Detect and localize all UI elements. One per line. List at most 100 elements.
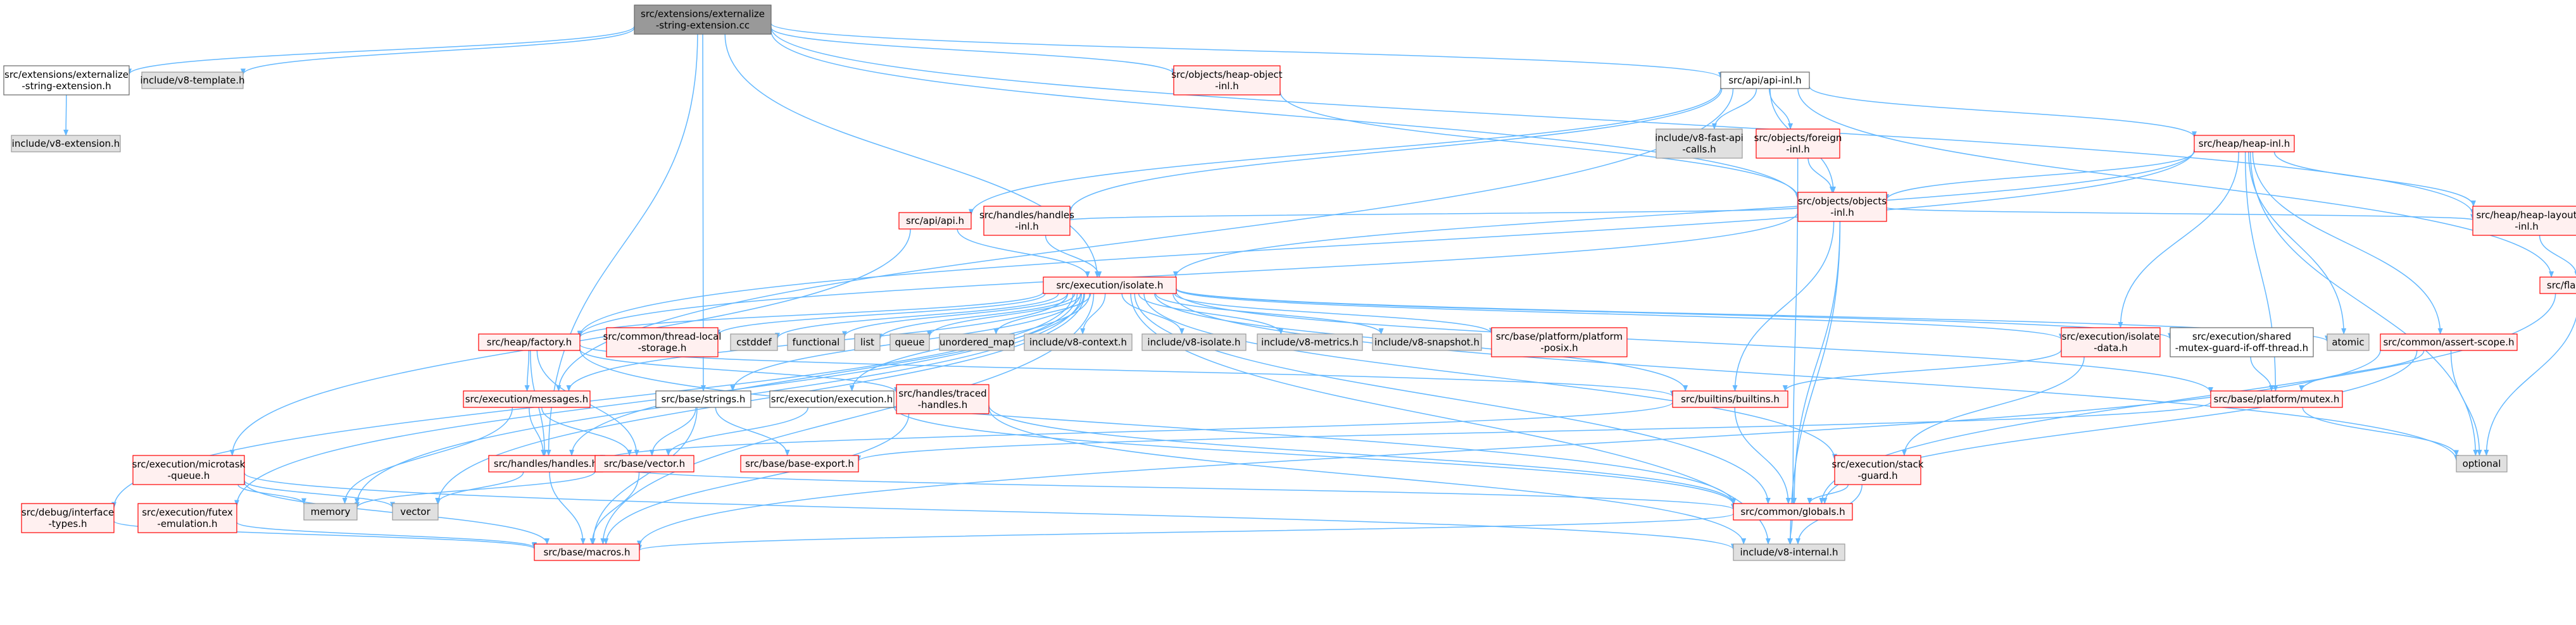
node-box	[1141, 333, 1247, 351]
edge-isolate-to-posix	[1174, 293, 1494, 335]
node-label-line: -calls.h	[1682, 144, 1716, 155]
node-v8isolate: include/v8-isolate.h	[1141, 333, 1247, 351]
node-label-line: src/execution/stack	[1832, 459, 1924, 470]
node-debugtypes[interactable]: src/debug/interface-types.h	[21, 503, 115, 533]
node-posix[interactable]: src/base/platform/platform-posix.h	[1491, 327, 1628, 357]
node-heaplayout[interactable]: src/heap/heap-layout-inl.h	[2472, 206, 2576, 236]
node-box	[594, 455, 694, 473]
node-box	[137, 503, 237, 533]
edge-foreign-to-globals	[1790, 158, 1799, 504]
node-label-line: src/common/thread-local	[603, 331, 722, 342]
node-isolate[interactable]: src/execution/isolate.h	[1043, 276, 1177, 294]
node-box	[896, 384, 990, 414]
edge-assertscope-to-macros	[637, 350, 2381, 547]
node-box	[2456, 455, 2508, 473]
node-objects[interactable]: src/objects/objects-inl.h	[1797, 192, 1887, 222]
node-label-line: atomic	[2332, 337, 2364, 348]
node-apiinl[interactable]: src/api/api-inl.h	[1720, 71, 1810, 89]
edge-isolate-to-mutex	[1176, 292, 2213, 393]
node-label-line: -inl.h	[1786, 144, 1810, 155]
node-box	[2539, 276, 2576, 294]
node-label-line: src/heap/heap-inl.h	[2199, 138, 2290, 149]
edge-isolate-to-isolatedata	[1176, 288, 2064, 340]
edge-isolate-to-functional	[842, 293, 1068, 338]
node-box	[854, 333, 881, 351]
node-label-line: cstddef	[736, 337, 772, 348]
edge-isolate-to-v8context	[1080, 293, 1106, 335]
node-handlesinl[interactable]: src/handles/handles-inl.h	[979, 206, 1074, 236]
edge-isolate-to-v8snapshot	[1155, 293, 1384, 335]
node-label-line: src/execution/isolate	[2062, 331, 2160, 342]
node-box	[1656, 128, 1743, 159]
node-label-line: -inl.h	[1215, 80, 1239, 92]
edge-isolate-to-cstddef	[775, 293, 1059, 340]
node-label-line: functional	[793, 337, 840, 348]
node-microtask[interactable]: src/execution/microtask-queue.h	[132, 455, 246, 485]
node-globals[interactable]: src/common/globals.h	[1733, 503, 1853, 521]
node-label-line: src/base/strings.h	[662, 393, 746, 405]
node-v8internal: include/v8-internal.h	[1733, 543, 1845, 561]
edge-root-to-heapobject	[770, 27, 1176, 75]
edge-root-to-handles	[546, 34, 698, 456]
node-factory[interactable]: src/heap/factory.h	[478, 333, 581, 351]
node-box	[1756, 128, 1840, 159]
node-label-line: -string-extension.h	[22, 80, 111, 92]
node-label-line: unordered_map	[939, 337, 1014, 349]
node-handles[interactable]: src/handles/handles.h	[488, 455, 603, 473]
node-heapobject[interactable]: src/objects/heap-object-inl.h	[1171, 65, 1283, 96]
edge-heapinl-to-isolate	[1173, 149, 2195, 278]
node-builtins[interactable]: src/builtins/builtins.h	[1672, 390, 1788, 408]
node-label-line: -posix.h	[1540, 342, 1578, 354]
node-label-line: src/execution/messages.h	[465, 393, 589, 405]
node-label-line: src/objects/objects	[1798, 195, 1887, 207]
node-messages[interactable]: src/execution/messages.h	[463, 390, 591, 408]
node-futex[interactable]: src/execution/futex-emulation.h	[137, 503, 237, 533]
node-heapinl[interactable]: src/heap/heap-inl.h	[2194, 135, 2295, 152]
node-ext-h[interactable]: src/extensions/externalize-string-extens…	[3, 65, 130, 96]
node-shared[interactable]: src/execution/shared-mutex-guard-if-off-…	[2170, 327, 2314, 357]
node-label-line: -handles.h	[918, 399, 968, 411]
node-assertscope[interactable]: src/common/assert-scope.h	[2380, 333, 2518, 351]
node-baseexport[interactable]: src/base/base-export.h	[740, 455, 859, 473]
node-label-line: -data.h	[2094, 342, 2127, 354]
edge-microtask-to-vector	[244, 480, 395, 509]
edge-assertscope-to-optional	[2450, 350, 2482, 456]
node-apih[interactable]: src/api/api.h	[898, 212, 972, 230]
node-label-line: src/api/api.h	[906, 215, 964, 226]
node-foreign[interactable]: src/objects/foreign-inl.h	[1754, 128, 1842, 159]
node-strings[interactable]: src/base/strings.h	[655, 390, 751, 408]
edge-factory-to-messages	[524, 350, 530, 392]
edge-messages-to-vectorh	[541, 407, 632, 456]
edge-isolate-to-queue	[927, 293, 1082, 338]
edge-handles-to-globals	[602, 465, 1736, 511]
node-stackguard[interactable]: src/execution/stack-guard.h	[1832, 455, 1924, 485]
node-layer: src/extensions/externalize-string-extens…	[3, 4, 2576, 561]
node-root[interactable]: src/extensions/externalize-string-extens…	[634, 4, 772, 35]
node-box	[2210, 390, 2343, 408]
node-mutex[interactable]: src/base/platform/mutex.h	[2210, 390, 2343, 408]
edge-vectorh-to-macros	[589, 471, 640, 545]
node-cstddef: cstddef	[730, 333, 778, 351]
node-label-line: vector	[400, 506, 430, 517]
edge-heapinl-to-assertscope	[2252, 151, 2443, 335]
node-macros[interactable]: src/base/macros.h	[534, 543, 640, 561]
node-box	[740, 455, 859, 473]
node-isolatedata[interactable]: src/execution/isolate-data.h	[2061, 327, 2161, 357]
node-threadlocal[interactable]: src/common/thread-local-storage.h	[603, 327, 722, 357]
node-v8context: include/v8-context.h	[1024, 333, 1133, 351]
node-label-line: memory	[311, 506, 351, 517]
node-label-line: include/v8-metrics.h	[1261, 337, 1359, 348]
node-label-line: -storage.h	[638, 342, 687, 354]
node-label-line: -guard.h	[1857, 470, 1897, 481]
node-flags[interactable]: src/flags/flags.h	[2539, 276, 2576, 294]
node-label-line: -mutex-guard-if-off-thread.h	[2175, 342, 2308, 354]
node-label-line: src/extensions/externalize	[4, 69, 129, 80]
node-vectorh[interactable]: src/base/vector.h	[594, 455, 694, 473]
node-traced[interactable]: src/handles/traced-handles.h	[896, 384, 990, 414]
node-box	[2472, 206, 2576, 236]
edge-isolate-to-handles	[569, 293, 1084, 456]
node-execution[interactable]: src/execution/execution.h	[769, 390, 895, 408]
node-box	[303, 503, 358, 521]
edge-execution-to-globals	[893, 406, 1736, 505]
